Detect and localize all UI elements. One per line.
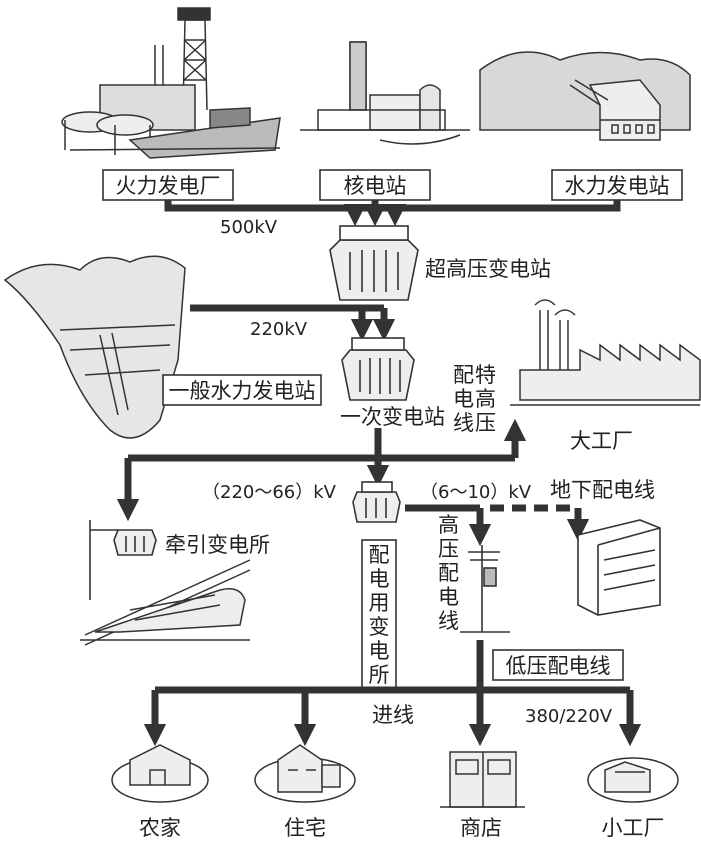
nuclear-plant-label: 核电站 — [344, 174, 407, 198]
primary-transformer-icon — [342, 338, 414, 400]
voltage-500kv: 500kV — [220, 217, 278, 238]
underground-line-label: 地下配电线 — [550, 478, 655, 502]
svg-text:线: 线 — [438, 609, 459, 633]
svg-text:压: 压 — [438, 537, 459, 561]
low-voltage-label: 低压配电线 — [506, 654, 611, 678]
residence-illustration — [255, 745, 355, 802]
svg-text:电: 电 — [438, 585, 459, 609]
svg-text:压: 压 — [475, 411, 496, 435]
svg-text:特: 特 — [475, 363, 496, 387]
distribution-substation-label: 配 电 用 变 电 所 — [369, 543, 390, 687]
svg-text:电: 电 — [453, 387, 474, 411]
voltage-220kv: 220kV — [250, 319, 308, 340]
ultra-high-transformer-icon — [330, 226, 418, 300]
incoming-line-label: 进线 — [372, 703, 414, 727]
svg-text:配: 配 — [369, 543, 390, 567]
svg-text:用: 用 — [369, 591, 390, 615]
svg-text:所: 所 — [369, 663, 390, 687]
thermal-plant-label: 火力发电厂 — [116, 174, 221, 198]
svg-text:高: 高 — [475, 387, 496, 411]
transmission-lines-top — [168, 200, 617, 215]
special-hv-label: 配 电 线 特 高 压 — [453, 363, 496, 435]
utility-pole-illustration — [460, 545, 510, 632]
traction-transformer-icon — [90, 520, 156, 600]
svg-text:电: 电 — [369, 567, 390, 591]
svg-text:线: 线 — [453, 411, 474, 435]
svg-text:配: 配 — [453, 363, 474, 387]
shop-illustration — [440, 752, 525, 807]
shop-label: 商店 — [460, 816, 502, 840]
nuclear-plant-illustration — [300, 42, 470, 144]
small-factory-label: 小工厂 — [602, 816, 665, 840]
underground-cabinet-illustration — [578, 520, 660, 615]
hydro-plant-illustration — [480, 52, 690, 140]
thermal-plant-illustration — [62, 8, 280, 158]
hv-distribution-label: 高 压 配 电 线 — [438, 513, 459, 633]
general-hydro-illustration — [5, 256, 185, 438]
traction-substation-label: 牵引变电所 — [165, 533, 270, 557]
voltage-6-10kv: （6～10）kV — [420, 482, 532, 503]
svg-text:配: 配 — [438, 561, 459, 585]
farmhouse-illustration — [112, 745, 208, 802]
svg-text:电: 电 — [369, 639, 390, 663]
ultra-high-substation-label: 超高压变电站 — [425, 257, 551, 281]
train-illustration — [80, 560, 250, 645]
small-factory-illustration — [588, 758, 678, 802]
voltage-220-66kv: （220～66）kV — [202, 482, 337, 503]
farmhouse-label: 农家 — [139, 816, 181, 840]
svg-text:变: 变 — [369, 615, 390, 639]
distribution-transformer-icon — [353, 482, 400, 522]
residence-label: 住宅 — [284, 816, 326, 840]
general-hydro-label: 一般水力发电站 — [169, 379, 316, 403]
voltage-380-220v: 380/220V — [525, 706, 613, 727]
hydro-plant-label: 水力发电站 — [565, 174, 670, 198]
big-factory-illustration — [510, 300, 700, 405]
primary-substation-label: 一次变电站 — [340, 405, 445, 429]
big-factory-label: 大工厂 — [570, 429, 633, 453]
svg-text:高: 高 — [438, 513, 459, 537]
